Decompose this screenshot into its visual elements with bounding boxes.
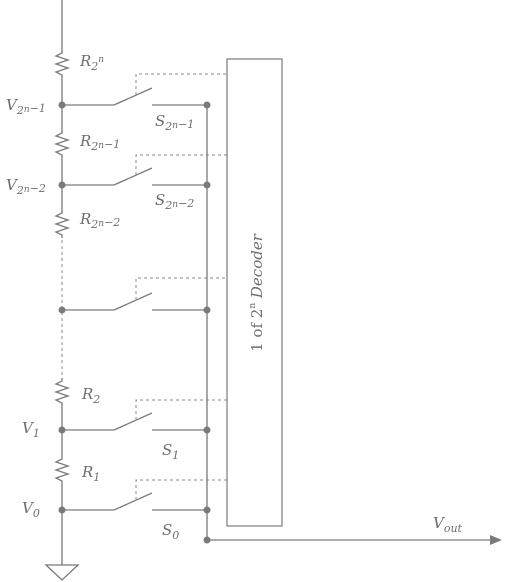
label-r2n1: R2n−1 — [79, 132, 120, 153]
resistor-ladder — [44, 0, 80, 581]
label-r2n2: R2n−2 — [79, 210, 120, 231]
resistor-r2 — [53, 378, 71, 406]
label-v0: V0 — [22, 499, 40, 520]
resistor-r2n1 — [53, 130, 71, 158]
resistor-r2n2 — [53, 210, 71, 238]
resistor-r1 — [53, 456, 71, 484]
decoder-box — [226, 58, 283, 527]
ground-symbol — [44, 564, 80, 581]
label-s1: S1 — [162, 441, 179, 462]
output-bus — [203, 105, 502, 545]
label-v1: V1 — [22, 419, 40, 440]
label-s2n1: S2n−1 — [155, 112, 194, 133]
label-s2n2: S2n−2 — [155, 191, 194, 212]
label-vout: Vout — [433, 514, 463, 535]
label-s0: S0 — [162, 521, 179, 542]
label-r2: R2 — [81, 385, 100, 406]
label-v2n1: V2n−1 — [6, 96, 46, 117]
resistor-r2n — [53, 50, 71, 78]
label-v2n2: V2n−2 — [6, 176, 46, 197]
decoder-label: 1 of 2n Decoder — [248, 233, 266, 352]
label-r2n: R2n — [79, 52, 104, 73]
label-r1: R1 — [81, 463, 100, 484]
